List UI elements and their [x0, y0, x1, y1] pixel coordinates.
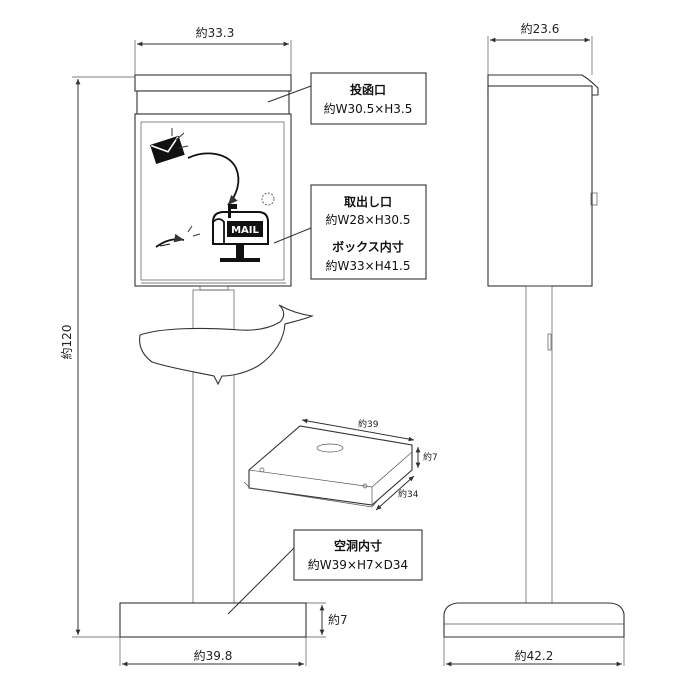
door-illustration: MAIL	[150, 128, 275, 262]
front-slot-band	[136, 90, 290, 115]
side-box	[487, 85, 593, 287]
callout-door-size: 約W28×H30.5	[326, 212, 411, 227]
side-width-label: 約23.6	[521, 21, 560, 36]
callout-box-title: ボックス内寸	[332, 239, 404, 254]
front-box	[134, 113, 292, 287]
base-width-front-label: 約39.8	[194, 648, 233, 663]
curved-arrow-icon	[187, 152, 240, 206]
front-base	[119, 602, 307, 638]
callout-slot: 投函口 約W30.5×H3.5	[267, 72, 427, 125]
callout-door-title: 取出し口	[344, 194, 392, 209]
tray-width-label: 約39	[358, 418, 379, 430]
side-base	[443, 602, 625, 638]
mailbox-drawing-icon: MAIL	[212, 204, 269, 262]
front-lid	[134, 74, 292, 92]
front-width-label: 約33.3	[196, 25, 235, 40]
base-width-side-label: 約42.2	[515, 648, 554, 663]
envelope-icon	[150, 135, 185, 165]
mail-label: MAIL	[231, 225, 259, 236]
height-label: 約120	[59, 325, 74, 360]
callout-hollow-size: 約W39×H7×D34	[308, 557, 408, 572]
callout-slot-size: 約W30.5×H3.5	[324, 101, 413, 116]
side-view: 約23.6 約42.2	[443, 21, 625, 667]
callout-box-size: 約W33×H41.5	[326, 258, 411, 273]
callout-door: 取出し口 約W28×H30.5 ボックス内寸 約W33×H41.5	[273, 184, 427, 280]
front-view: MAIL 約33.3 約120 約7	[59, 25, 348, 667]
dial-icon	[261, 192, 275, 206]
callout-hollow-title: 空洞内寸	[334, 538, 382, 553]
hollow-tray-diagram: 約39 約7 約34	[243, 418, 438, 511]
whale-icon	[139, 304, 315, 386]
tray-height-label: 約7	[423, 451, 438, 463]
small-arrow-icon	[155, 233, 185, 248]
tray-depth-label: 約34	[398, 488, 419, 500]
callout-slot-title: 投函口	[350, 82, 386, 97]
front-door	[140, 121, 285, 281]
callout-hollow: 空洞内寸 約W39×H7×D34	[227, 529, 423, 615]
base-height-label: 約7	[328, 612, 348, 627]
